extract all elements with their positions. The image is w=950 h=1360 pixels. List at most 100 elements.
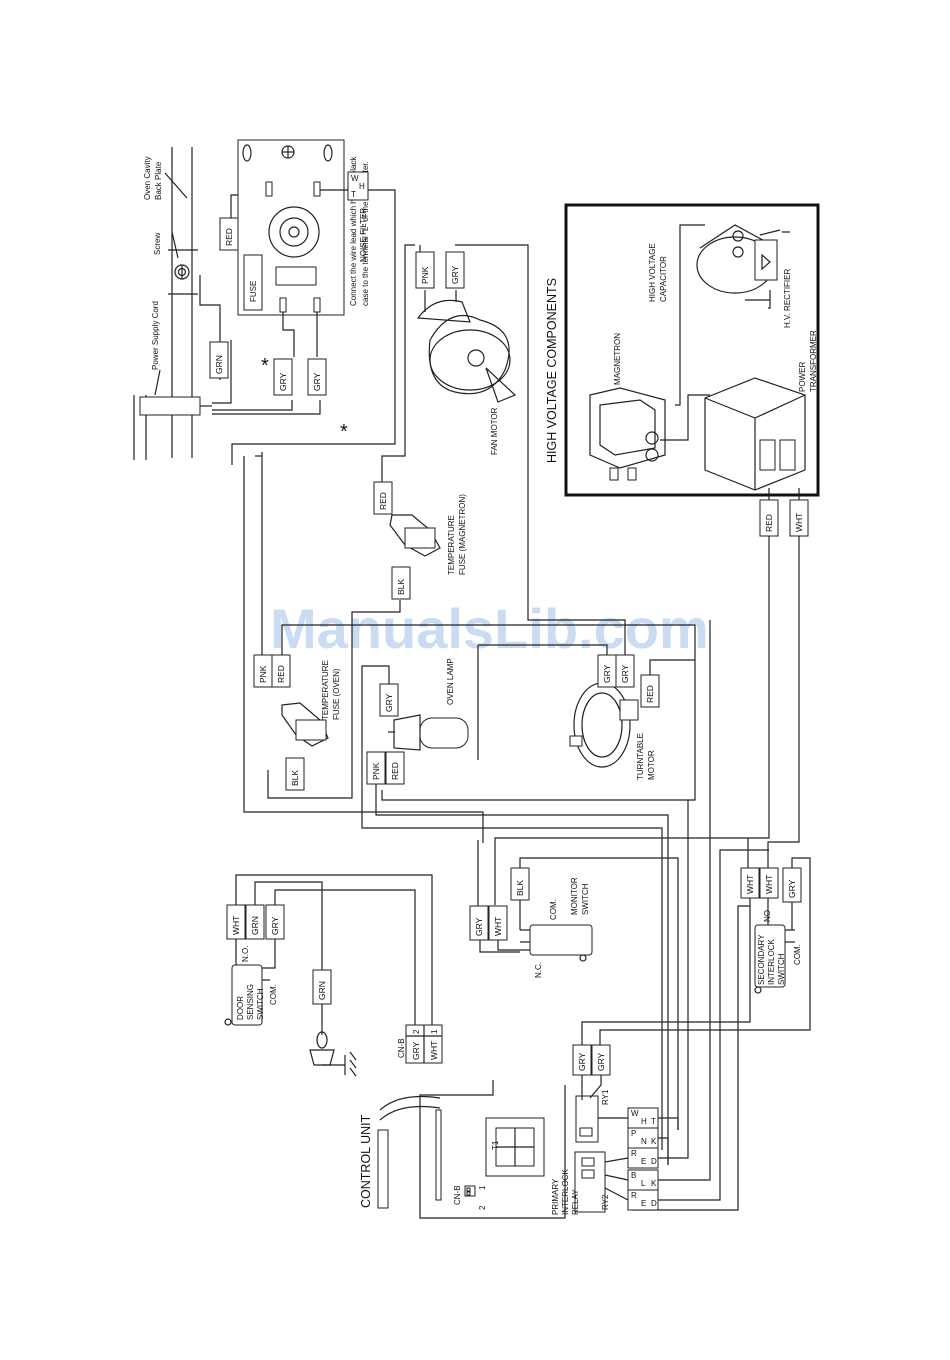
tag-gry-lamp: GRY [379,683,399,717]
svg-text:RED: RED [378,492,388,510]
svg-text:RED: RED [764,514,774,532]
screw [174,264,190,280]
tag-wht-door: WHT [226,904,246,940]
tag-pnk-fan: PNK [415,251,435,289]
secondary-interlock-switch [754,924,795,994]
svg-text:K: K [651,1179,657,1188]
svg-text:D: D [651,1157,657,1166]
svg-text:GRY: GRY [474,917,484,936]
svg-text:GRY: GRY [450,265,460,284]
svg-text:1: 1 [430,1029,439,1034]
door-label-1: DOOR [236,996,245,1020]
tag-gry-mon: GRY [469,905,489,941]
hv-rectifier [754,229,790,281]
cu-connector-pnk: P N K [627,1127,659,1149]
fan-motor-label: FAN MOTOR [490,407,499,455]
svg-text:GRY: GRY [270,916,280,935]
svg-text:E: E [641,1157,646,1166]
door-no-label: N.O. [241,946,250,962]
note-line-1: Connect the wire lead which has the blac… [349,156,358,306]
monitor-switch-label-2: SWITCH [581,883,590,915]
svg-text:WHT: WHT [794,513,804,532]
svg-text:L: L [641,1179,646,1188]
cu-connector-red-1: R E D [627,1147,659,1169]
monitor-nc-label: N.C. [534,962,543,978]
tag-gry-tt-2: GRY [615,654,635,688]
power-transformer-label-2: TRANSFORMER [809,330,818,392]
svg-text:K: K [651,1137,657,1146]
svg-text:GRY: GRY [787,879,797,898]
sec-label-3: SWITCH [777,953,786,985]
tag-red-tfo: RED [271,654,291,688]
svg-text:RED: RED [224,228,234,246]
noise-filter-label: NOISE FILTER [359,208,368,262]
cn-b-wht: WHT [429,1041,439,1060]
svg-text:WHT: WHT [745,875,755,894]
temperature-fuse-oven [281,702,329,747]
primary-interlock-relay [574,1151,606,1213]
svg-text:RED: RED [276,665,286,683]
note-line-2: case to the terminal "L" of the noise fi… [361,161,370,306]
tag-pnk-lamp: PNK [366,751,386,785]
magnetron-label: MAGNETRON [613,333,622,385]
turntable-motor [569,682,639,768]
magnetron [589,387,666,481]
svg-text:1: 1 [478,1185,487,1190]
monitor-switch-label-1: MONITOR [570,877,579,915]
svg-text:PNK: PNK [258,665,268,683]
svg-text:T: T [351,190,356,199]
monitor-switch [520,924,593,962]
tag-gry-ry1-2: GRY [591,1044,611,1076]
tag-blk-tfo: BLK [285,757,305,791]
tag-grn-ground: GRN [312,969,332,1005]
tag-wht-sec-1: WHT [740,867,760,899]
power-supply-cord-label: Power Supply Cord [151,301,160,370]
svg-text:GRY: GRY [577,1052,587,1071]
svg-text:H: H [359,182,365,191]
svg-text:GRY: GRY [384,693,394,712]
svg-text:W: W [631,1109,639,1118]
power-supply-cord [133,395,212,460]
tag-red-hv: RED [759,499,779,537]
fuse-label: FUSE [249,281,258,302]
ground-terminal [309,1031,357,1077]
noise-filter [237,139,345,316]
tag-red-lamp: RED [385,751,405,785]
svg-text:WHT: WHT [231,916,241,935]
temp-fuse-oven-label-1: TEMPERATURE [321,660,330,720]
relay-ry1 [575,1095,599,1143]
svg-text:GRN: GRN [250,916,260,935]
svg-text:WHT: WHT [493,917,503,936]
fan-motor [416,299,517,403]
tag-gry-sec: GRY [782,867,802,903]
oven-cavity-label: Oven Cavity [143,156,152,200]
svg-text:2: 2 [478,1205,487,1210]
svg-text:PNK: PNK [371,762,381,780]
monitor-com-label: COM. [549,899,558,920]
tag-wht-hv: WHT [789,499,809,537]
primary-relay-label-2: INTERLOCK [561,1169,570,1215]
door-com-label: COM. [269,984,278,1005]
note-star-bottom: * [340,421,348,443]
sec-label-1: SECONDARY [757,934,766,985]
door-sensing-switch [224,964,270,1026]
sec-com-label: COM. [793,944,802,965]
svg-text:GRY: GRY [278,372,288,391]
svg-text:2: 2 [412,1029,421,1034]
tag-blk-tfm: BLK [391,566,411,600]
tag-gry-tt-1: GRY [597,654,617,688]
cn-b-board-connector [464,1185,476,1197]
cn-b-gry: GRY [411,1041,421,1060]
tag-gry-door: GRY [265,904,285,940]
control-unit-label: CONTROL UNIT [359,1114,373,1208]
svg-text:GRY: GRY [602,664,612,683]
svg-text:BLK: BLK [290,770,300,786]
svg-text:R: R [631,1149,637,1158]
cn-b-label: CN-B [397,1038,406,1058]
cn-b-connector [405,1024,443,1064]
sec-label-2: INTERLOCK [767,939,776,985]
turntable-label-2: MOTOR [647,750,656,780]
hv-components-box [564,203,820,497]
svg-text:R: R [631,1191,637,1200]
svg-text:CN-B: CN-B [453,1185,462,1205]
